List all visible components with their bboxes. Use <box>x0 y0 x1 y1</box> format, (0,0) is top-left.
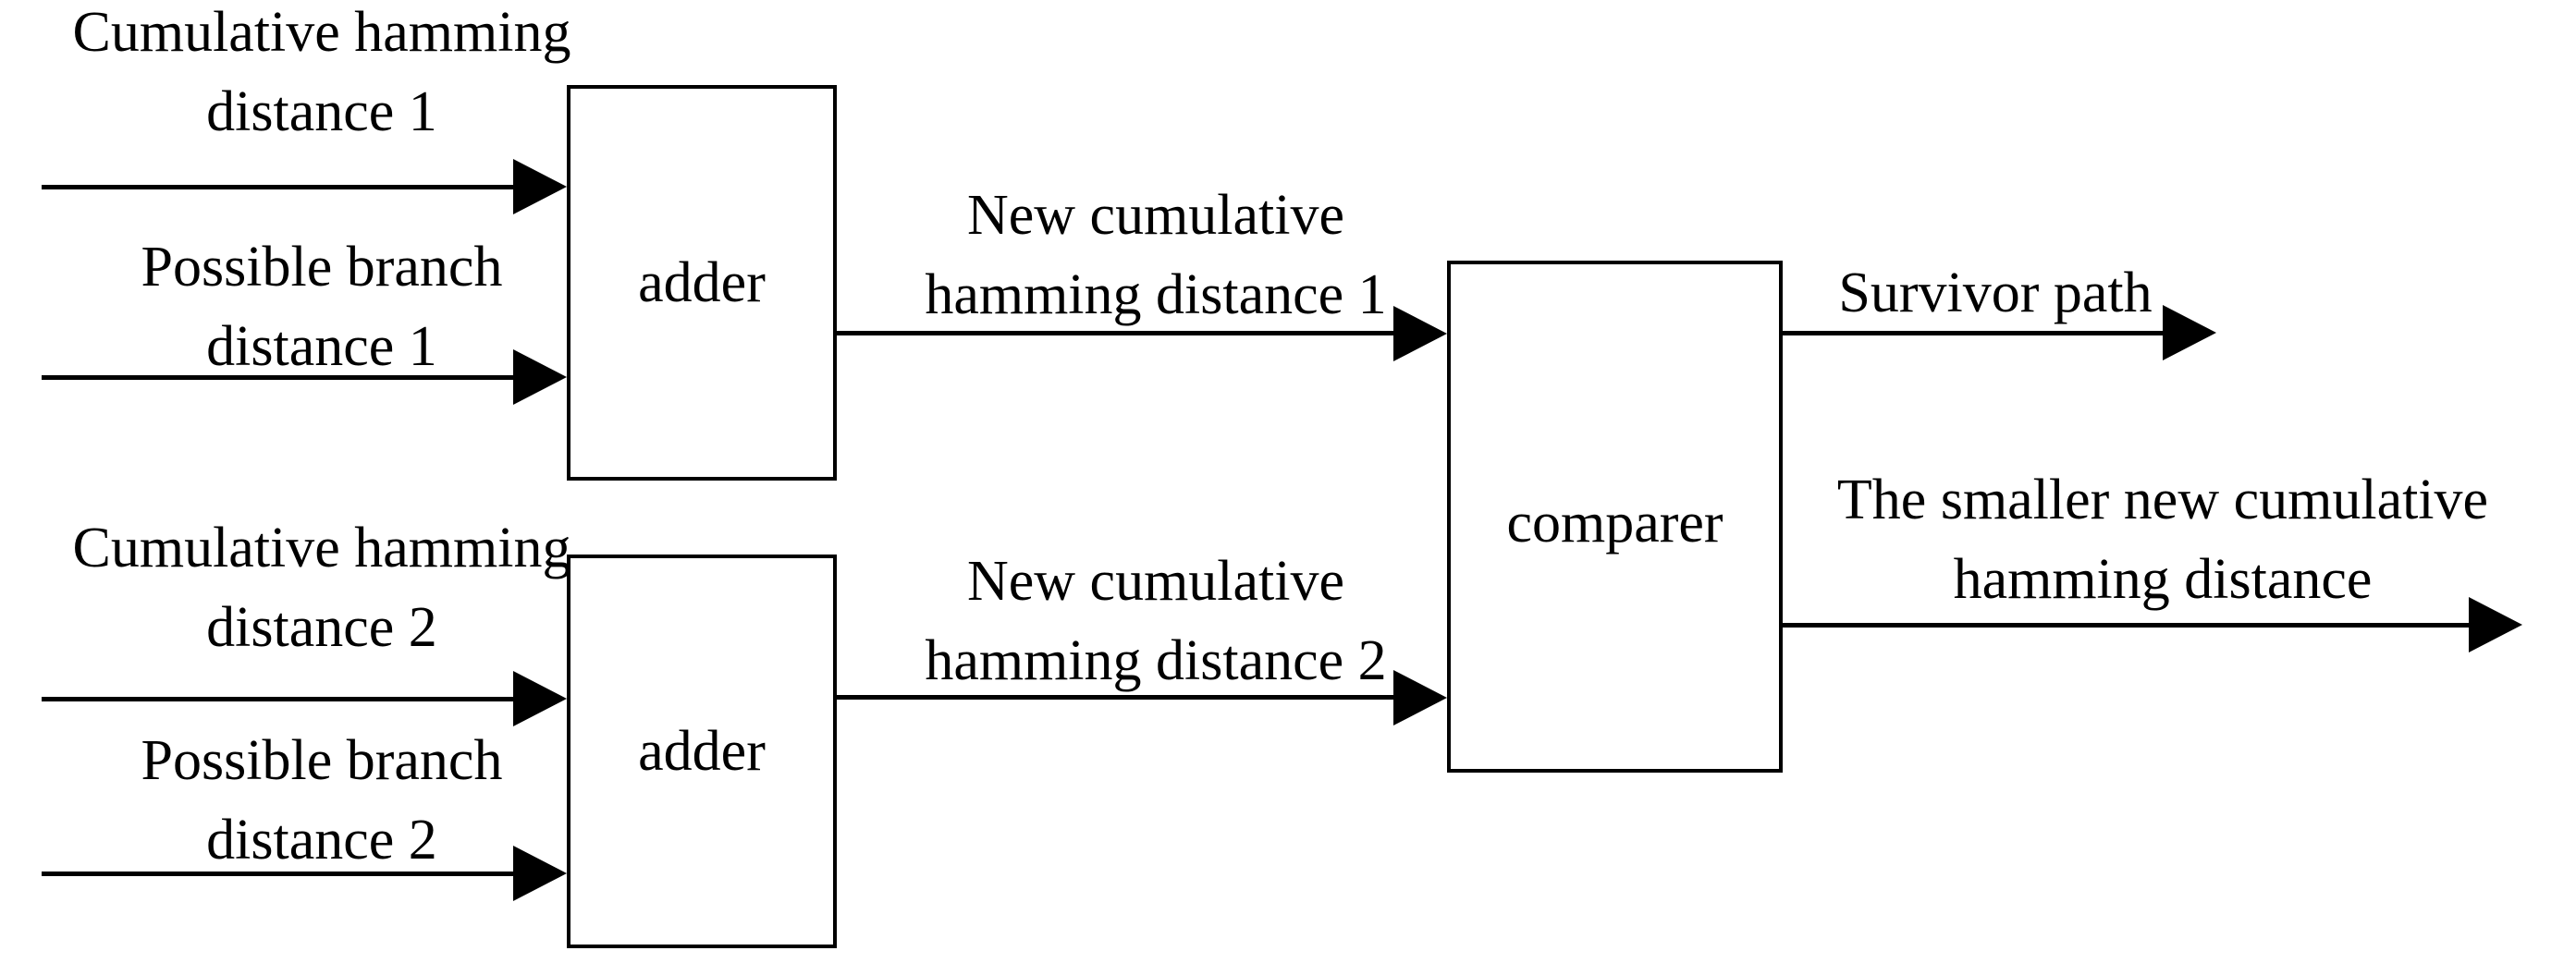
adder2-label: adder <box>638 720 766 783</box>
label-line: distance 1 <box>206 315 437 378</box>
arrowhead-right-icon <box>513 846 567 901</box>
label-cumulative-hamming-distance-1: Cumulative hamming distance 1 <box>44 0 599 152</box>
label-line: distance 2 <box>206 596 437 659</box>
label-line: New cumulative <box>966 184 1345 247</box>
label-line: Cumulative hamming <box>72 1 571 64</box>
arrow-line-possible-2 <box>42 872 515 876</box>
label-possible-branch-distance-2: Possible branch distance 2 <box>44 721 599 880</box>
arrowhead-right-icon <box>513 349 567 405</box>
label-line: Possible branch <box>141 236 503 299</box>
label-line: distance 2 <box>206 809 437 872</box>
comparer-block: comparer <box>1447 261 1783 773</box>
label-new-cumulative-hamming-distance-2: New cumulative hamming distance 2 <box>878 542 1433 701</box>
arrowhead-right-icon <box>1393 670 1447 725</box>
label-new-cumulative-hamming-distance-1: New cumulative hamming distance 1 <box>878 176 1433 335</box>
arrow-line-possible-1 <box>42 375 515 380</box>
label-line: Possible branch <box>141 729 503 792</box>
label-line: hamming distance <box>1953 548 2373 611</box>
label-survivor-path: Survivor path <box>1792 253 2199 333</box>
arrow-line-cumulative-2 <box>42 697 515 701</box>
arrowhead-right-icon <box>513 671 567 726</box>
arrow-line-smaller-distance <box>1783 623 2476 628</box>
adder1-label: adder <box>638 251 766 314</box>
label-line: The smaller new cumulative <box>1836 469 2489 531</box>
label-line: Survivor path <box>1838 262 2153 324</box>
label-smaller-new-cumulative: The smaller new cumulative hamming dista… <box>1829 460 2496 619</box>
label-line: hamming distance 2 <box>925 629 1387 692</box>
arrowhead-right-icon <box>2163 305 2216 360</box>
arrow-line-survivor-path <box>1783 331 2164 335</box>
label-line: distance 1 <box>206 80 437 143</box>
comparer-label: comparer <box>1506 492 1723 555</box>
adder1-block: adder <box>567 85 837 481</box>
arrow-line-new-cumulative-1 <box>837 331 1396 335</box>
arrow-line-cumulative-1 <box>42 185 515 189</box>
arrowhead-right-icon <box>1393 306 1447 361</box>
label-line: New cumulative <box>966 550 1345 613</box>
label-line: hamming distance 1 <box>925 263 1387 326</box>
arrowhead-right-icon <box>513 159 567 214</box>
label-cumulative-hamming-distance-2: Cumulative hamming distance 2 <box>44 508 599 667</box>
adder2-block: adder <box>567 555 837 948</box>
label-line: Cumulative hamming <box>72 517 571 579</box>
arrow-line-new-cumulative-2 <box>837 695 1396 700</box>
arrowhead-right-icon <box>2469 597 2522 652</box>
label-possible-branch-distance-1: Possible branch distance 1 <box>44 227 599 386</box>
